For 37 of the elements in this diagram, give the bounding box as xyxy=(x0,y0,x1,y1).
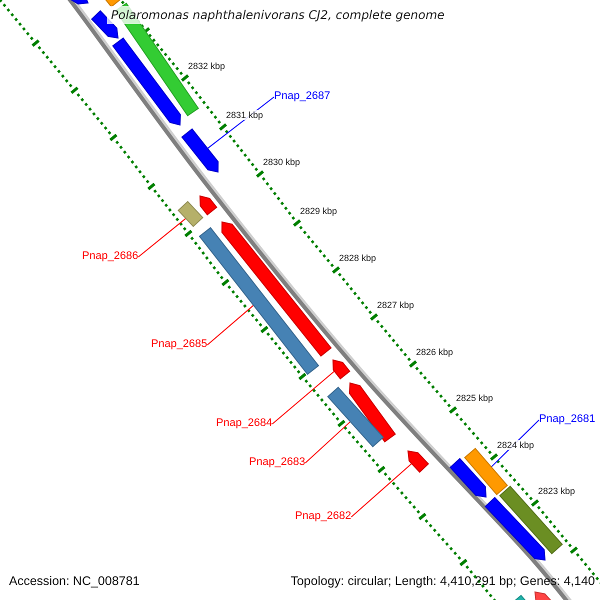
gene-feature xyxy=(332,359,350,380)
gene-feature xyxy=(221,221,332,357)
scale-label: 2830 kbp xyxy=(262,157,302,167)
gene-label: Pnap_2684 xyxy=(216,417,272,429)
scale-label: 2826 kbp xyxy=(415,347,454,357)
gene-feature xyxy=(348,382,396,443)
gene-label: Pnap_2683 xyxy=(249,456,306,468)
gene-label: Pnap_2682 xyxy=(295,510,352,522)
leader-line xyxy=(138,218,186,258)
gene-feature xyxy=(199,195,218,216)
gene-label: Pnap_2687 xyxy=(274,90,330,102)
scale-label: 2824 kbp xyxy=(496,440,536,450)
scale-label: 2829 kbp xyxy=(299,206,338,216)
scale-label: 2828 kbp xyxy=(338,253,378,263)
scale-label: 2827 kbp xyxy=(376,300,416,310)
gene-feature xyxy=(178,200,204,228)
scale-label: 2825 kbp xyxy=(455,393,494,403)
scale-label: 2823 kbp xyxy=(537,486,576,496)
gene-feature xyxy=(407,450,430,473)
gene-label: Pnap_2681 xyxy=(539,413,596,425)
gene-feature xyxy=(464,448,508,496)
scale-label: 2832 kbp xyxy=(187,61,226,71)
gene-feature xyxy=(449,458,487,498)
genome-summary-text: Topology: circular; Length: 4,410,291 bp; Genes: 4,140 xyxy=(290,574,595,588)
gene-feature xyxy=(112,37,181,126)
scale-label: 2831 kbp xyxy=(225,110,264,120)
gene-feature xyxy=(499,486,563,554)
gene-feature xyxy=(181,128,219,173)
leader-line xyxy=(304,421,351,464)
leader-line xyxy=(272,370,335,424)
accession-text: Accession: NC_008781 xyxy=(9,574,140,588)
leader-line xyxy=(350,463,412,518)
gene-feature xyxy=(327,386,384,448)
gene-label: Pnap_2686 xyxy=(82,250,138,262)
gene-feature xyxy=(484,496,546,561)
gene-label: Pnap_2685 xyxy=(151,338,208,350)
leader-line xyxy=(206,304,254,346)
